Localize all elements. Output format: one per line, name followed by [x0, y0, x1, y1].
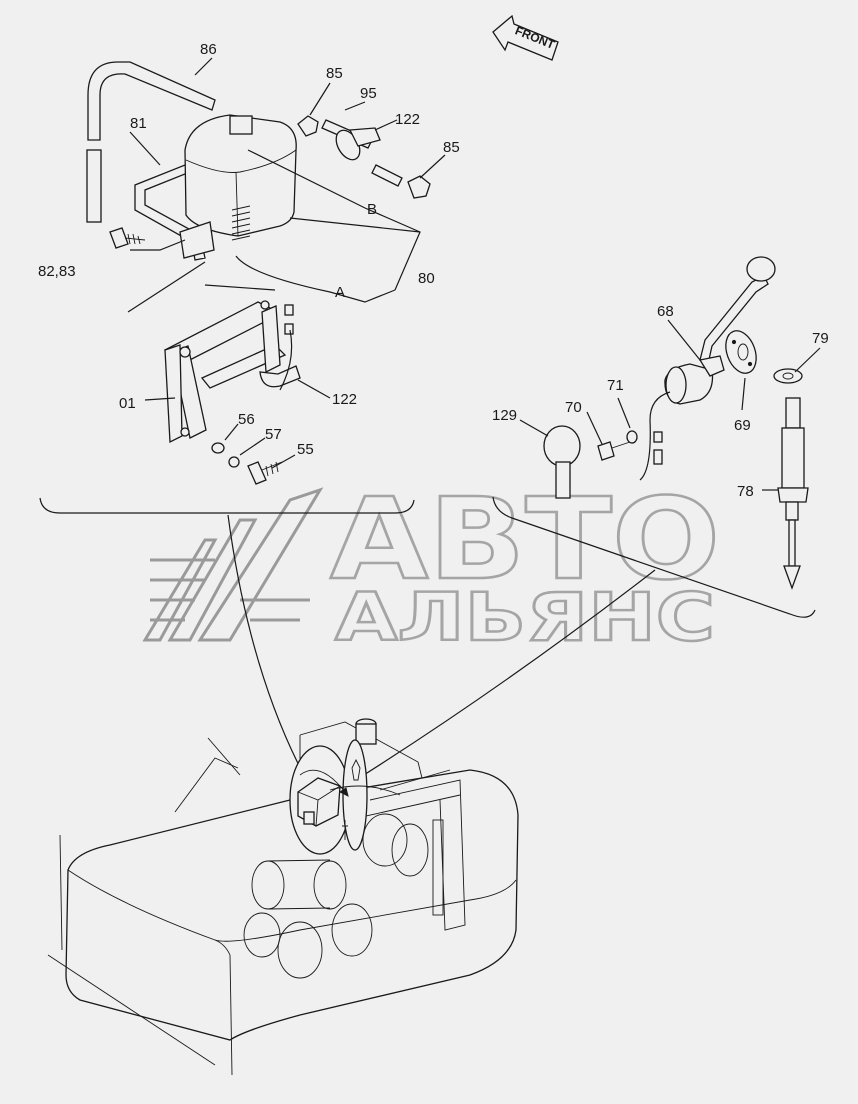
- watermark: АВТО АЛЬЯНС: [142, 474, 721, 657]
- handle-knob: [746, 256, 776, 282]
- detail-lines: [39, 496, 816, 791]
- callout-B: B: [367, 201, 377, 218]
- front-arrow-icon: [492, 14, 559, 61]
- callout-56: 56: [238, 411, 255, 428]
- watermark-line-2: АЛЬЯНС: [335, 579, 715, 656]
- callout-95: 95: [360, 85, 377, 102]
- sleeve-d: [653, 449, 663, 465]
- callout-85-a: 85: [326, 65, 343, 82]
- callout-line-left: [227, 514, 313, 791]
- probe-78: [777, 397, 809, 590]
- callout-122-a: 122: [395, 111, 420, 128]
- reservoir-tank: [184, 114, 297, 237]
- hose-86-lower: [86, 149, 102, 223]
- bolt-55: [247, 461, 283, 485]
- watermark-line-1: АВТО: [330, 475, 720, 605]
- sleeve-c: [653, 431, 663, 443]
- gasket-69: [725, 330, 757, 374]
- reservoir-cap: [229, 115, 253, 135]
- washer-57: [228, 456, 240, 468]
- callout-01: 01: [119, 395, 136, 412]
- callout-80: 80: [418, 270, 435, 287]
- detail-bracket-left: [39, 497, 415, 514]
- mount-plate: [179, 221, 215, 259]
- filler-cap: [355, 718, 377, 745]
- callout-57: 57: [265, 426, 282, 443]
- watermark-logo-icon: [142, 487, 324, 642]
- sleeve-a: [284, 304, 294, 316]
- callout-122-b: 122: [332, 391, 357, 408]
- screw-70: [597, 441, 631, 461]
- washer-79: [773, 368, 803, 384]
- reservoir-small: [297, 769, 346, 827]
- callout-70: 70: [565, 399, 582, 416]
- ring-71: [626, 430, 638, 444]
- counterweight: [65, 769, 519, 1041]
- callout-71: 71: [607, 377, 624, 394]
- callout-A: A: [335, 284, 345, 301]
- sensor-129: [543, 425, 581, 499]
- callout-86: 86: [200, 41, 217, 58]
- machine-view: [47, 718, 519, 1076]
- callout-68: 68: [657, 303, 674, 320]
- bracket-01: [163, 300, 287, 444]
- callout-69: 69: [734, 417, 751, 434]
- reservoir-assembly: [86, 57, 446, 485]
- sensor-location: [342, 739, 368, 851]
- callout-55: 55: [297, 441, 314, 458]
- callout-79: 79: [812, 330, 829, 347]
- callout-129: 129: [492, 407, 517, 424]
- front-arrow: FRONT: [492, 14, 559, 61]
- sensor-assembly: [519, 256, 821, 590]
- sleeve-b: [284, 323, 294, 335]
- bolt-82-83: [109, 227, 146, 249]
- fitting-95: [321, 119, 403, 187]
- nut-85-a: [297, 115, 319, 137]
- spring-icon: [231, 205, 251, 241]
- internal-components: [243, 769, 466, 979]
- callout-85-b: 85: [443, 139, 460, 156]
- hose-86: [87, 61, 216, 141]
- callout-78: 78: [737, 483, 754, 500]
- callout-line-right: [339, 569, 656, 791]
- callouts: 86 85 95 122 85 81 B 82,83 80 A 01 122 5…: [38, 41, 829, 500]
- washer-56: [211, 442, 225, 454]
- callout-81: 81: [130, 115, 147, 132]
- sensor-flange: [665, 366, 687, 404]
- nut-85-b: [407, 175, 431, 199]
- callout-82-83: 82,83: [38, 263, 76, 280]
- detail-bracket-right: [492, 496, 816, 618]
- clamp-122-b: [259, 365, 301, 388]
